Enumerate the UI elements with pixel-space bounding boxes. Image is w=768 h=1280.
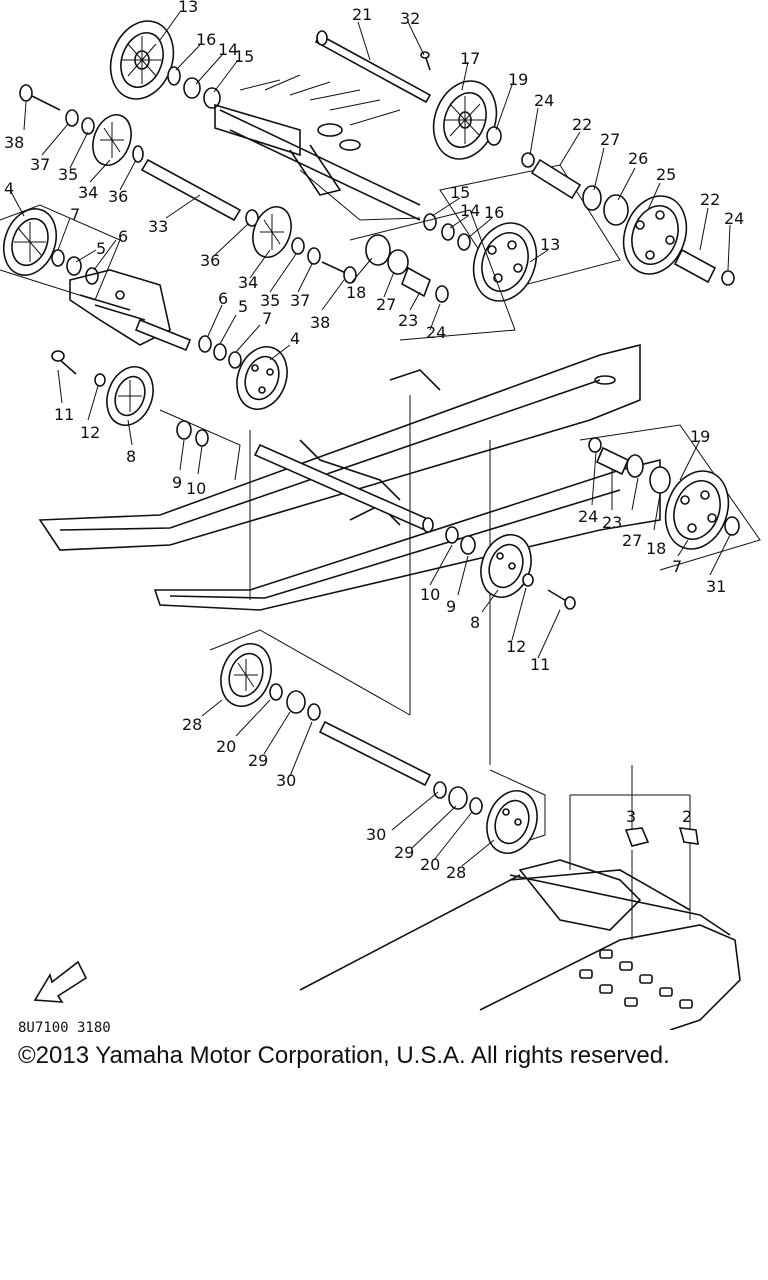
- wheel-8-left: [106, 366, 241, 481]
- callout-label: 14: [460, 201, 480, 220]
- callout-label: 30: [276, 771, 296, 790]
- callout-label: 31: [706, 577, 726, 596]
- callout-label: 4: [4, 179, 14, 198]
- washers-16-14-15: [167, 66, 221, 109]
- callout-label: 34: [78, 183, 98, 202]
- callout-label: 15: [234, 47, 254, 66]
- callout-label: 30: [366, 825, 386, 844]
- callout-label: 26: [628, 149, 648, 168]
- callout-label: 23: [602, 513, 622, 532]
- front-axle-lower: [209, 629, 546, 854]
- callout-label: 14: [218, 40, 238, 59]
- callout-label: 13: [178, 0, 198, 16]
- wheel-13-upper-left: [109, 20, 175, 100]
- callout-label: 9: [446, 597, 456, 616]
- callout-label: 5: [96, 239, 106, 258]
- callout-label: 18: [646, 539, 666, 558]
- wheel-4-center: [236, 346, 288, 410]
- callout-label: 19: [508, 70, 528, 89]
- callout-label: 11: [530, 655, 550, 674]
- track: [299, 765, 741, 1030]
- callout-label: 12: [506, 637, 526, 656]
- callout-label: 7: [262, 309, 272, 328]
- right-wheel-8-group: [445, 526, 576, 610]
- callout-label: 29: [248, 751, 268, 770]
- callout-label: 37: [290, 291, 310, 310]
- callout-label: 18: [346, 283, 366, 302]
- left-upper-axle: [19, 84, 357, 284]
- left-wheel-group: [0, 204, 121, 301]
- callout-label: 20: [420, 855, 440, 874]
- bearing-19-upper: [486, 126, 502, 146]
- callout-label: 27: [622, 531, 642, 550]
- parts-diagram: FWD 13 16 14 15 21 32 17 19 24 22 27 26 …: [0, 0, 761, 1030]
- callout-label: 22: [700, 190, 720, 209]
- callout-label: 16: [196, 30, 216, 49]
- pivot-bracket: [69, 269, 192, 352]
- fwd-arrow-icon: FWD: [33, 960, 88, 1003]
- callout-label: 35: [58, 165, 78, 184]
- callout-label: 5: [238, 297, 248, 316]
- slide-rail-upper: [38, 343, 641, 551]
- callout-label: 24: [724, 209, 744, 228]
- callout-label: 29: [394, 843, 414, 862]
- callout-label: 25: [656, 165, 676, 184]
- callout-label: 6: [118, 227, 128, 246]
- callout-label: 3: [626, 807, 636, 826]
- callout-label: 35: [260, 291, 280, 310]
- cross-shaft: [249, 395, 491, 765]
- callout-label: 20: [216, 737, 236, 756]
- axle-21: [314, 30, 432, 104]
- callout-label: 38: [4, 133, 24, 152]
- callout-label: 10: [420, 585, 440, 604]
- frame-center-upper: [214, 74, 421, 221]
- callout-label: 28: [446, 863, 466, 882]
- callout-label: 27: [600, 130, 620, 149]
- copyright-notice: ©2013 Yamaha Motor Corporation, U.S.A. A…: [18, 1042, 670, 1069]
- callout-label: 24: [534, 91, 554, 110]
- wheel-17: [432, 80, 498, 160]
- callout-label: 21: [352, 5, 372, 24]
- callout-label: 8: [470, 613, 480, 632]
- callout-label: 33: [148, 217, 168, 236]
- callout-label: 15: [450, 183, 470, 202]
- bolt-32: [420, 51, 431, 71]
- callout-label: 8: [126, 447, 136, 466]
- center-bushing-group: [349, 209, 538, 341]
- callout-label: 11: [54, 405, 74, 424]
- callout-label: 7: [672, 557, 682, 576]
- diagram-code: 8U7100 3180: [18, 1020, 111, 1036]
- callout-label: 22: [572, 115, 592, 134]
- callout-label: 9: [172, 473, 182, 492]
- callout-label: 17: [460, 49, 480, 68]
- callout-label: 16: [484, 203, 504, 222]
- right-axle-group: [439, 152, 735, 291]
- washers-6-5-7: [198, 335, 242, 369]
- callout-label: 19: [690, 427, 710, 446]
- callout-label: 23: [398, 311, 418, 330]
- callout-label: 24: [426, 323, 446, 342]
- callout-label: 34: [238, 273, 258, 292]
- leader-lines: [9, 11, 731, 867]
- callout-label: 7: [70, 205, 80, 224]
- callout-label: 12: [80, 423, 100, 442]
- callout-label: 36: [200, 251, 220, 270]
- callout-label: 27: [376, 295, 396, 314]
- callout-label: 13: [540, 235, 560, 254]
- callout-labels: 13 16 14 15 21 32 17 19 24 22 27 26 25 2…: [4, 0, 744, 882]
- callout-label: 4: [290, 329, 300, 348]
- callout-label: 36: [108, 187, 128, 206]
- callout-label: 24: [578, 507, 598, 526]
- callout-label: 6: [218, 289, 228, 308]
- callout-label: 28: [182, 715, 202, 734]
- callout-label: 38: [310, 313, 330, 332]
- callout-label: 2: [682, 807, 692, 826]
- slide-rail-lower: [153, 458, 661, 611]
- callout-label: 32: [400, 9, 420, 28]
- callout-label: 10: [186, 479, 206, 498]
- callout-label: 37: [30, 155, 50, 174]
- right-wheel-group-lower: [579, 424, 761, 571]
- bolt-11-left: [51, 350, 106, 387]
